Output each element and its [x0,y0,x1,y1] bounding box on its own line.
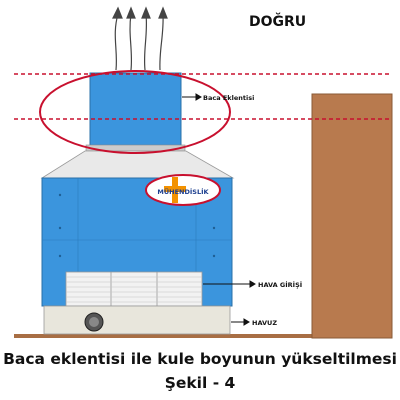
tower-roof [40,150,235,179]
heading-dogru: DOĞRU [249,12,306,30]
caption-line-1: Baca eklentisi ile kule boyunun yükselti… [3,350,397,368]
height-dashed-lines [14,73,392,120]
label-air-inlet: HAVA GİRİŞİ [258,280,302,289]
caption-figure-number: Şekil - 4 [164,374,236,392]
label-chimney: Baca Eklentisi [203,94,254,102]
ground-line [14,334,314,338]
label-basin-arrow [231,318,250,326]
label-air-inlet-arrow [203,280,256,288]
air-flow-arrows [112,6,168,71]
neighbour-building [311,93,393,339]
label-chimney-arrow [182,93,202,101]
chimney-extension [89,72,182,148]
highlight-ellipse [39,70,231,154]
company-logo: MÜHENDİSLİK [145,174,221,206]
basin [43,305,231,335]
drain-pipe-inner [89,317,99,327]
logo-text: MÜHENDİSLİK [157,187,209,196]
air-inlet-louvers [65,271,203,307]
label-basin: HAVUZ [252,319,277,327]
